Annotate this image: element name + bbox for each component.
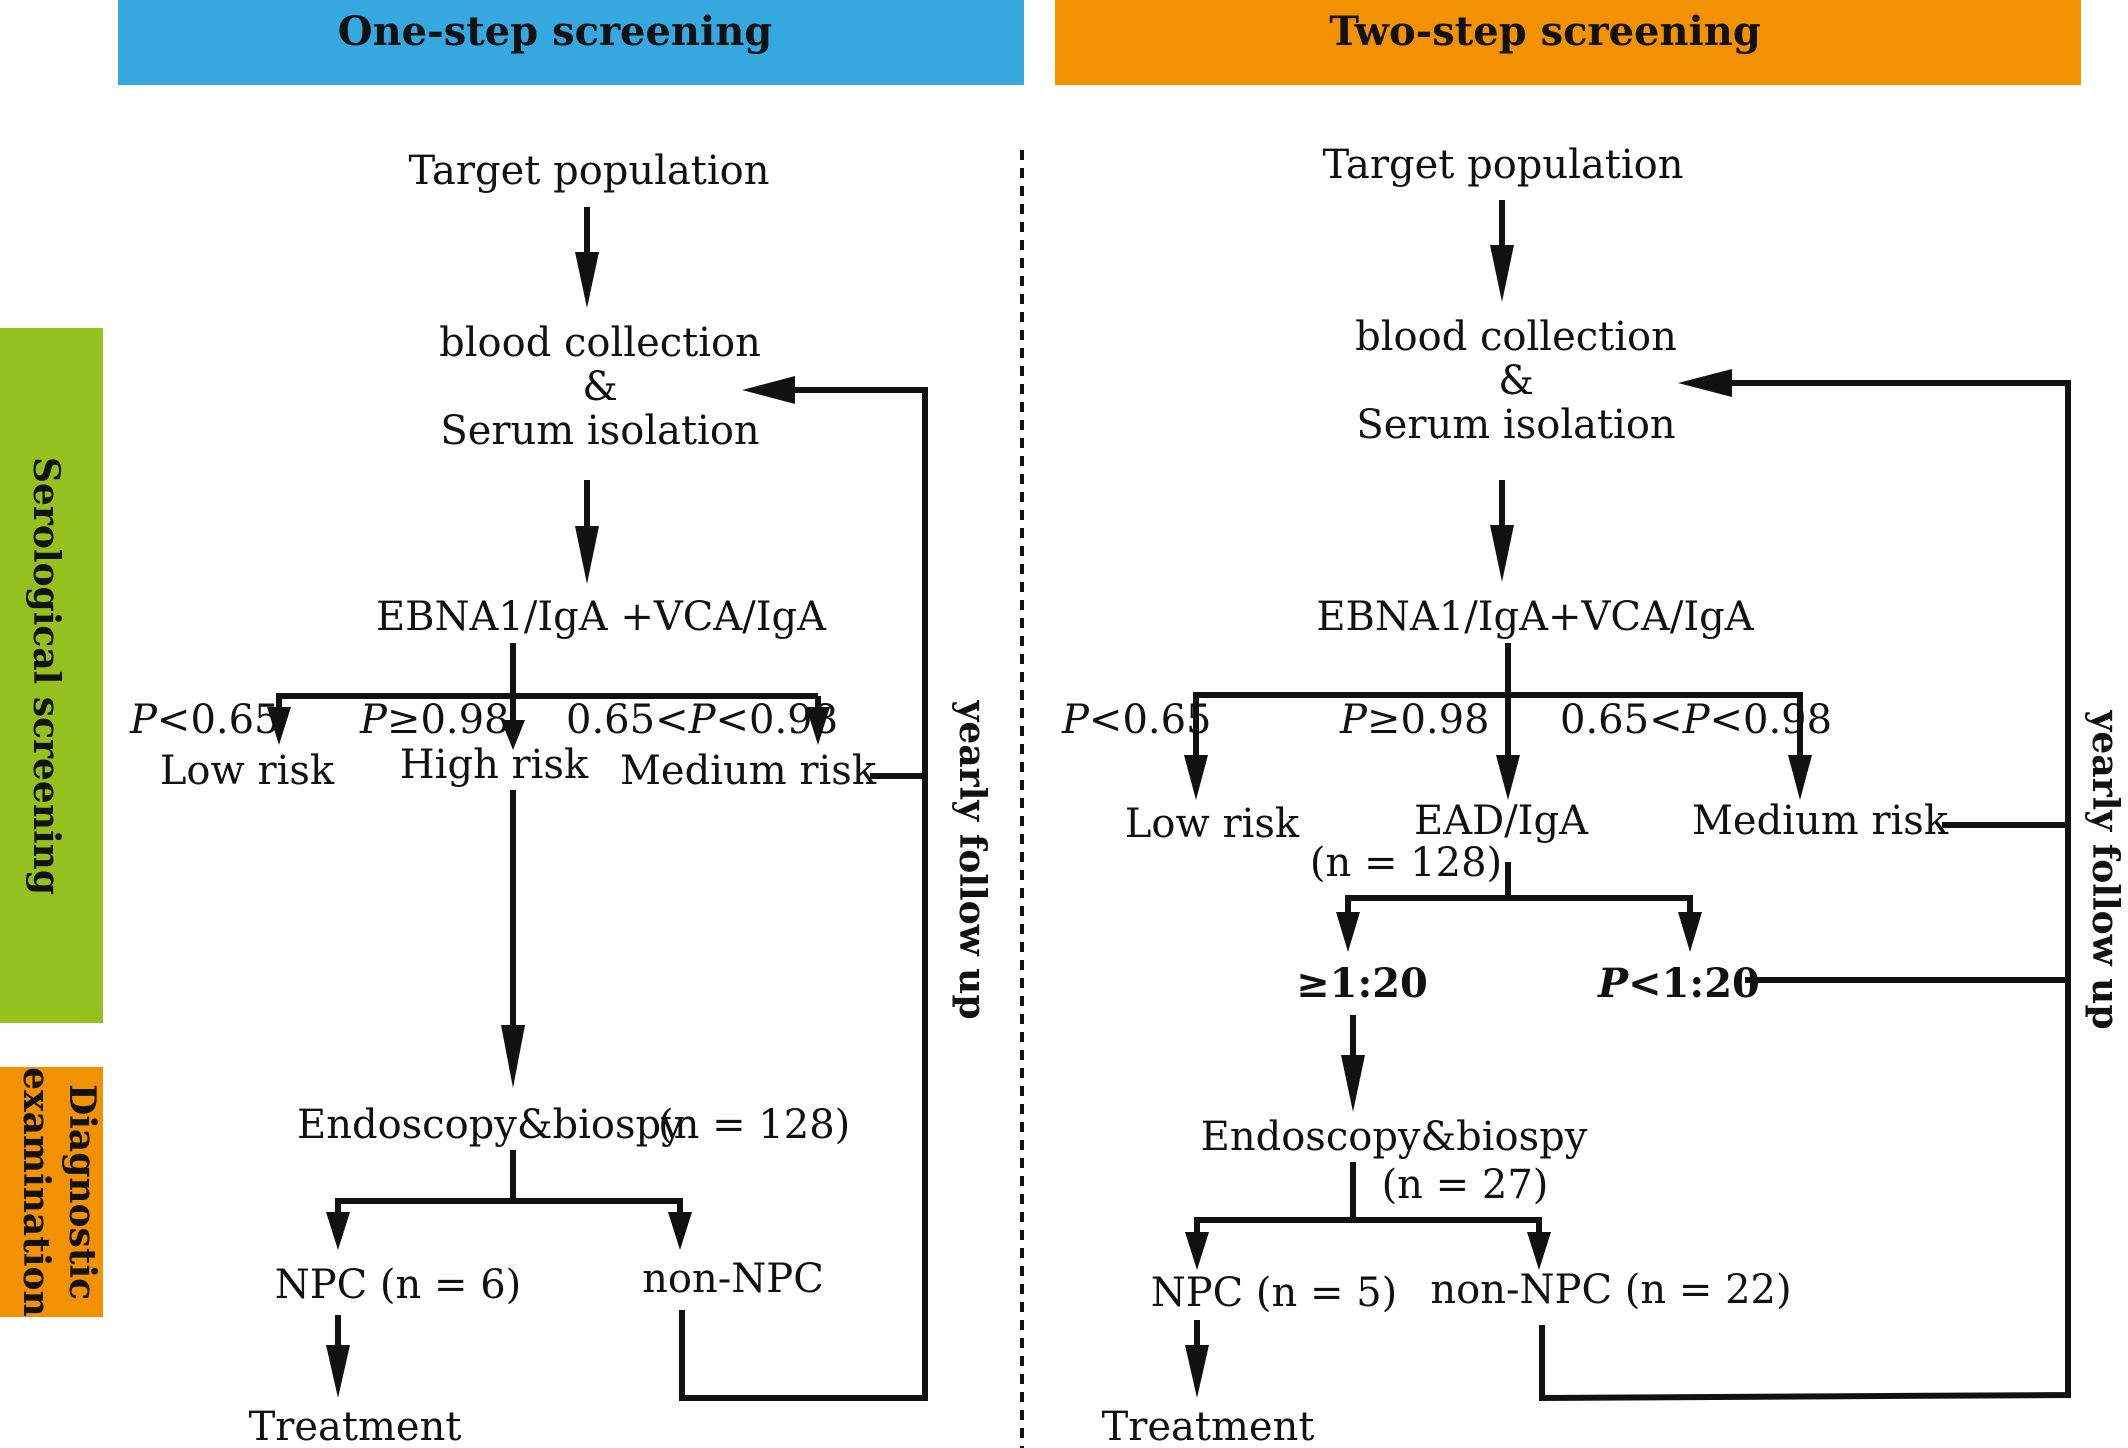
one-step-p-med: 0.65<P<0.98 bbox=[566, 697, 838, 743]
one-step-medium-risk: Medium risk bbox=[620, 748, 877, 794]
two-step-arrowhead-ge bbox=[1336, 912, 1360, 952]
diagnostic-label-line2: examination bbox=[15, 1067, 57, 1316]
two-step-ead-n: (n = 128) bbox=[1310, 840, 1502, 886]
one-step-npc: NPC (n = 6) bbox=[275, 1262, 522, 1308]
two-step-arrowhead-high bbox=[1496, 755, 1520, 800]
two-step-p-med: 0.65<P<0.98 bbox=[1560, 697, 1832, 743]
one-step-yearly: yearly follow up bbox=[951, 700, 993, 1020]
two-step-arrowhead-nonnpc bbox=[1527, 1232, 1551, 1270]
two-step-treatment: Treatment bbox=[1102, 1404, 1315, 1448]
two-step-lt: P<1:20 bbox=[1597, 960, 1760, 1007]
two-step-arrowhead-npc bbox=[1185, 1232, 1209, 1270]
two-step-p-low: P<0.65 bbox=[1061, 697, 1212, 743]
diagnostic-label-line1: Diagnostic bbox=[61, 1084, 103, 1300]
one-step-p-high: P≥0.98 bbox=[359, 697, 510, 743]
one-step-arrowhead-blood bbox=[575, 526, 599, 584]
two-step-header-bar bbox=[1055, 0, 2081, 85]
two-step-ebna: EBNA1/IgA+VCA/IgA bbox=[1316, 594, 1754, 640]
two-step-p-high: P≥0.98 bbox=[1339, 697, 1490, 743]
one-step-arrowhead-loop bbox=[742, 376, 795, 404]
two-step-loop-nonnpc bbox=[1539, 380, 2071, 1402]
two-step-arrowhead-blood bbox=[1490, 525, 1514, 582]
one-step-blood-3: Serum isolation bbox=[440, 408, 759, 454]
one-step-arrowhead-endo bbox=[501, 1025, 525, 1088]
one-step-treatment: Treatment bbox=[249, 1404, 462, 1448]
serological-bar bbox=[0, 328, 103, 1023]
one-step-target: Target population bbox=[408, 148, 769, 194]
two-step-header: Two-step screening bbox=[1329, 8, 1761, 55]
one-step-low-risk: Low risk bbox=[160, 748, 335, 794]
two-step-ge: ≥1:20 bbox=[1296, 960, 1428, 1007]
two-step-non-npc: non-NPC (n = 22) bbox=[1430, 1267, 1791, 1313]
one-step-blood-2: & bbox=[582, 364, 618, 410]
one-step-arrowhead-target bbox=[575, 252, 599, 308]
one-step-arrowhead-treatment bbox=[326, 1345, 350, 1398]
one-step-header: One-step screening bbox=[338, 8, 773, 55]
one-step-blood-1: blood collection bbox=[439, 320, 761, 366]
two-step-endoscopy-n: (n = 27) bbox=[1382, 1162, 1549, 1208]
two-step-npc: NPC (n = 5) bbox=[1151, 1270, 1398, 1316]
two-step-arrowhead-endo bbox=[1341, 1055, 1365, 1112]
two-step-arrowhead-target bbox=[1490, 245, 1514, 302]
two-step-arrowhead-med bbox=[1788, 755, 1812, 800]
one-step-ebna: EBNA1/IgA +VCA/IgA bbox=[376, 594, 827, 640]
two-step-endoscopy: Endoscopy&biospy bbox=[1201, 1114, 1588, 1160]
one-step-non-npc: non-NPC bbox=[642, 1256, 824, 1302]
two-step-yearly: yearly follow up bbox=[2084, 710, 2126, 1030]
serological-label: Serological screening bbox=[25, 457, 67, 895]
one-step-endoscopy: Endoscopy&biospy bbox=[297, 1102, 684, 1148]
one-step-arrowhead-high bbox=[501, 720, 525, 750]
two-step-blood-1: blood collection bbox=[1355, 314, 1677, 360]
one-step-loop-nonnpc bbox=[679, 387, 928, 1401]
two-step-target: Target population bbox=[1322, 142, 1683, 188]
two-step-arrowhead-low bbox=[1184, 755, 1208, 800]
two-step-blood-3: Serum isolation bbox=[1356, 402, 1675, 448]
one-step-arrowhead-med bbox=[806, 707, 830, 745]
one-step-arrowhead-low bbox=[267, 707, 291, 745]
one-step-p-low: P<0.65 bbox=[129, 697, 280, 743]
one-step-header-bar bbox=[118, 0, 1024, 85]
two-step-blood-2: & bbox=[1498, 358, 1534, 404]
one-step-endoscopy-n: (n = 128) bbox=[658, 1102, 850, 1148]
two-step-arrowhead-treatment bbox=[1185, 1345, 1209, 1398]
two-step-arrowhead-loop bbox=[1678, 369, 1732, 397]
two-step-ead: EAD/IgA bbox=[1414, 798, 1589, 844]
one-step-arrowhead-npc bbox=[326, 1212, 350, 1250]
diagnostic-bar bbox=[0, 1067, 103, 1317]
two-step-medium-risk: Medium risk bbox=[1692, 798, 1949, 844]
one-step-high-risk: High risk bbox=[400, 742, 589, 788]
two-step-arrowhead-lt bbox=[1678, 912, 1702, 952]
two-step-low-risk: Low risk bbox=[1125, 801, 1300, 847]
one-step-arrowhead-nonnpc bbox=[668, 1212, 692, 1250]
